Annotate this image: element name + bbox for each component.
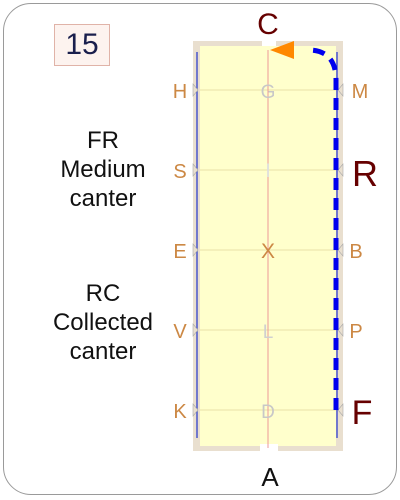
movement-number: 15 — [65, 28, 99, 61]
marker-k: K — [173, 401, 187, 423]
movement-description-1: FR Medium canter — [18, 126, 188, 213]
entry-gap — [260, 444, 278, 452]
marker-g: G — [261, 82, 276, 103]
marker-s: S — [173, 161, 186, 183]
marker-e: E — [173, 241, 186, 263]
movement-1-line-3: canter — [69, 185, 137, 212]
movement-1-line-1: FR — [87, 127, 119, 154]
marker-v: V — [173, 321, 187, 343]
marker-b: B — [349, 241, 362, 263]
movement-2-line-2: Collected — [52, 309, 154, 336]
movement-2-line-3: canter — [69, 338, 137, 365]
movement-path — [307, 47, 339, 410]
marker-c: C — [257, 8, 279, 41]
marker-p: P — [349, 321, 362, 343]
movement-number-badge: 15 — [54, 24, 110, 66]
marker-l: L — [263, 322, 274, 343]
c-notch — [262, 40, 276, 46]
movement-1-line-2: Medium — [60, 156, 146, 183]
marker-m: M — [352, 81, 369, 103]
marker-d: D — [261, 402, 275, 423]
marker-x: X — [261, 240, 275, 263]
movement-description-2: RC Collected canter — [18, 279, 188, 366]
movement-2-line-1: RC — [85, 280, 121, 307]
marker-a: A — [261, 462, 279, 492]
marker-i: I — [265, 161, 270, 182]
side-notches — [192, 83, 344, 417]
marker-f: F — [352, 394, 373, 432]
marker-h: H — [173, 81, 187, 103]
marker-r: R — [352, 153, 378, 194]
direction-arrow — [270, 41, 294, 59]
